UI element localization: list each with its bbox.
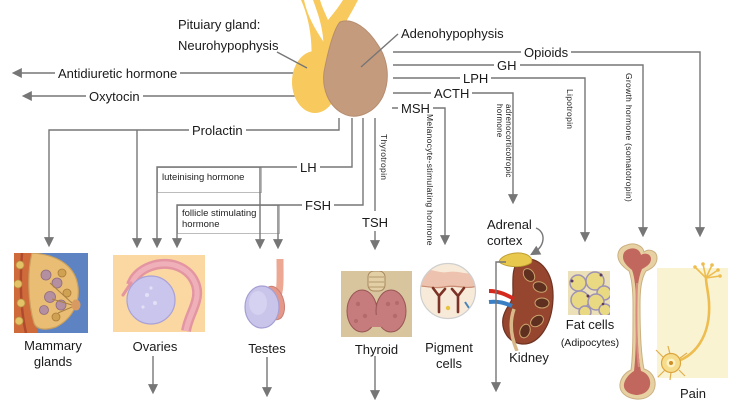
thyrotropin-label: Thyrotropin	[379, 134, 389, 181]
axon	[670, 277, 711, 365]
neurohypophysis-stalk	[301, 0, 329, 70]
gh-full-label: Growth hormone (somatotropin)	[624, 73, 634, 203]
ureter	[509, 308, 519, 351]
pituitary-gland-title: Pituiary gland:	[175, 17, 264, 32]
testes-label: Testes	[248, 341, 286, 356]
neurohypophysis-label: Neurohypophysis	[175, 38, 282, 53]
adenohypophysis-lobe	[323, 20, 388, 117]
ovaries-label: Ovaries	[132, 339, 178, 354]
pigment-cells-illustration	[419, 262, 477, 320]
trachea	[367, 271, 386, 292]
mammary-lobules	[39, 269, 67, 315]
adenohypophysis-label: Adenohypophysis	[398, 26, 507, 41]
opioids-line	[393, 51, 706, 238]
epidermis-layer	[420, 269, 476, 288]
lh-full-label: luteinising hormone	[162, 172, 245, 183]
fsh-label: FSH	[302, 198, 334, 213]
antidiuretic-hormone-label: Antidiuretic hormone	[55, 66, 181, 81]
adipocyte-cells	[569, 271, 610, 315]
mammary-glands-illustration	[14, 253, 88, 333]
lh-label: LH	[297, 160, 320, 175]
oxytocin-label: Oxytocin	[86, 89, 143, 104]
tsh-label: TSH	[359, 215, 391, 230]
prolactin-label: Prolactin	[189, 123, 246, 138]
fsh-full-label: follicle stimulating hormone	[182, 208, 257, 230]
axon-terminals	[694, 263, 721, 279]
opioids-label: Opioids	[521, 45, 572, 60]
bone-illustration	[617, 243, 658, 400]
msh-full-label: Melanocyte-stimulating hormone	[425, 114, 435, 246]
thyroid-illustration	[341, 271, 412, 337]
adrenal-cortex-label: Adrenal cortex	[487, 217, 532, 248]
mammary-glands-label: Mammary glands	[24, 338, 82, 369]
thyroid-label: Thyroid	[354, 342, 399, 357]
gh-label: GH	[494, 58, 520, 73]
renal-artery	[488, 289, 515, 301]
fat-cells-label: Fat cells	[565, 317, 615, 332]
adrenal-gland-cap	[498, 252, 533, 268]
melanocytes	[431, 286, 466, 314]
dendrites	[655, 345, 688, 381]
testes-illustration	[244, 259, 286, 329]
ovary	[126, 275, 176, 325]
lipotropin-label: Lipotropin	[565, 89, 575, 130]
nipple	[71, 299, 81, 311]
kidney-illustration	[488, 252, 554, 351]
renal-pyramids	[519, 268, 550, 339]
renal-vein	[488, 299, 513, 308]
acth-full-label: adrenocorticotropic hormone	[495, 104, 513, 178]
pain-neuron-illustration	[655, 262, 728, 381]
kidney-label: Kidney	[509, 350, 549, 365]
acth-label: ACTH	[431, 86, 473, 101]
pituitary-gland-illustration	[292, 0, 388, 117]
bone-outline	[617, 243, 658, 400]
pain-label: Pain	[679, 386, 707, 400]
ovaries-illustration	[113, 255, 205, 332]
fat-cells-illustration	[568, 271, 610, 315]
lph-label: LPH	[460, 71, 492, 86]
pigment-cells-label: Pigment cells	[425, 340, 473, 371]
fat-cells-sub-label: (Adipocytes)	[560, 337, 620, 349]
